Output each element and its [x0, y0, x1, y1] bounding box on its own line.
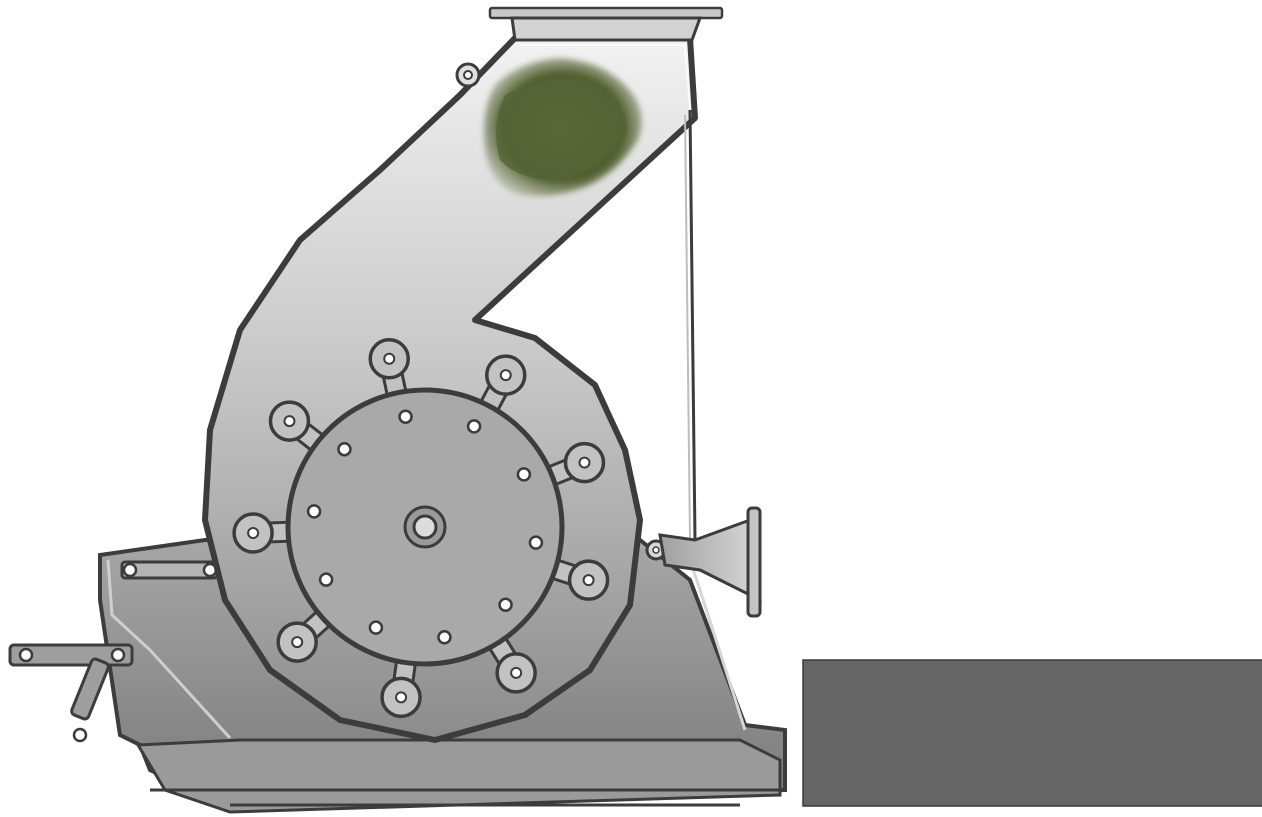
rotor-bolt	[338, 443, 350, 455]
hammer-pin	[511, 668, 521, 678]
hammer-pin	[248, 528, 258, 538]
rotor-bolt	[500, 599, 512, 611]
rotor-bolt	[468, 420, 480, 432]
hammer-pin	[501, 370, 511, 380]
rotor-bolt	[320, 574, 332, 586]
rotor-bolt	[518, 468, 530, 480]
hinge-bolt-top	[457, 64, 479, 86]
hammer-pin	[384, 354, 394, 364]
rotor-bolt	[370, 622, 382, 634]
rotor-bolt	[308, 505, 320, 517]
feed-inlet-flange	[490, 8, 722, 40]
hammer-pin	[284, 416, 294, 426]
rotor-bolt	[530, 537, 542, 549]
side-bracket	[122, 562, 217, 578]
hammer-pin	[396, 692, 406, 702]
rotor-bolt	[438, 631, 450, 643]
hammer-pin	[579, 458, 589, 468]
output-bin	[803, 660, 1262, 806]
rotor-bolt	[400, 411, 412, 423]
hammer-pin	[292, 637, 302, 647]
hammer-pin	[584, 575, 594, 585]
rotor-shaft-center	[414, 516, 436, 538]
